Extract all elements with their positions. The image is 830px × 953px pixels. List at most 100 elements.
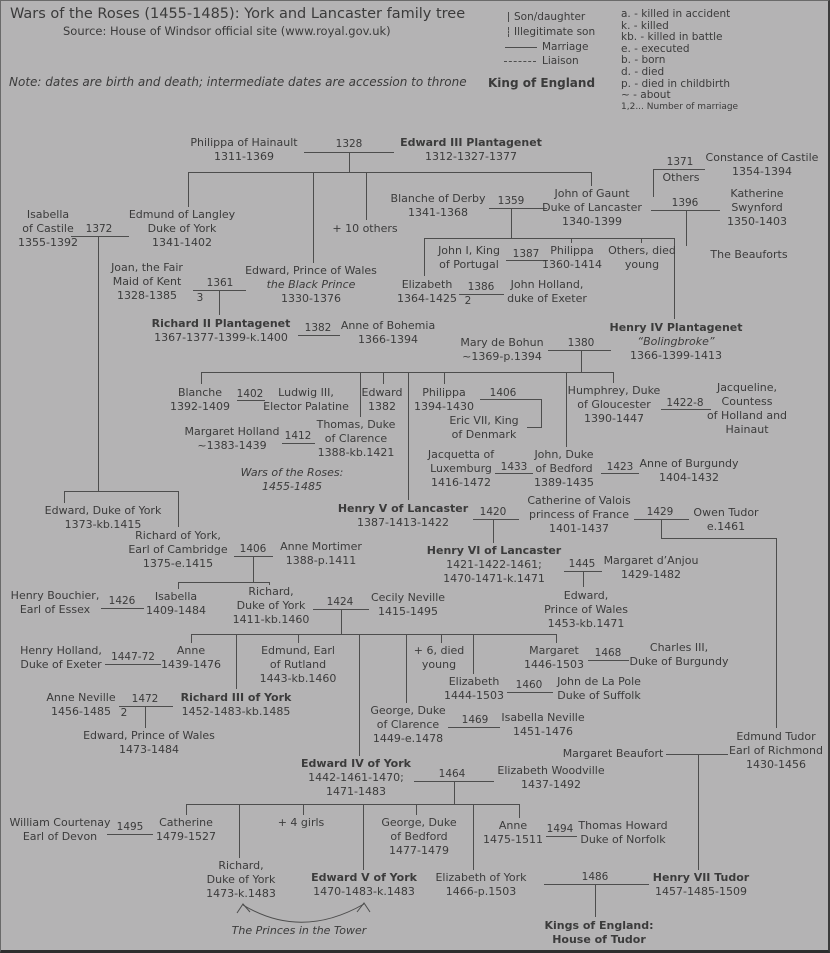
abbreviation-item: d. - died [621, 65, 665, 78]
connector-vertical [473, 804, 474, 870]
person-text-line: 1330-1376 [281, 292, 341, 305]
person-text-line: 1470-1483-k.1483 [313, 885, 415, 898]
person-text-line: Elizabeth of York [435, 871, 527, 884]
person-text-line: 1471-1483 [326, 785, 386, 798]
marriage-year-label: 1371 [666, 156, 694, 168]
person-text-line: of Denmark [451, 428, 517, 441]
person-text-line: 1439-1476 [161, 658, 221, 671]
person-others-1371: Others [663, 171, 700, 185]
person-text-line: 1367-1377-1399-k.1400 [154, 331, 288, 344]
connector-vertical [571, 238, 572, 243]
abbreviation-item: ~ - about [621, 89, 671, 102]
king-of-england-label: King of England [488, 76, 596, 90]
person-text-line: ~1369-p.1394 [462, 350, 542, 363]
person-text-line: Thomas, Duke [316, 418, 396, 431]
person-text-line: Henry IV Plantagenet [609, 321, 743, 334]
person-text-line: Philippa [550, 244, 594, 257]
marriage-year-label: 2 [464, 295, 472, 307]
marriage-year-label: 1472 [131, 693, 159, 705]
connector-vertical [359, 634, 360, 756]
person-text-line: 1449-e.1478 [372, 732, 444, 745]
connector-horizontal [666, 754, 728, 755]
marriage-year-label: 2 [120, 707, 128, 719]
connector-vertical [253, 556, 254, 582]
person-text-line: the Black Prince [266, 278, 356, 291]
person-text-line: Constance of Castile [705, 151, 819, 164]
person-text-line: Others [662, 171, 700, 184]
connector-vertical [661, 519, 662, 538]
person-text-line: Luxemburg [430, 462, 492, 475]
person-text-line: 1443-kb.1460 [259, 672, 337, 685]
person-text-line: 1341-1368 [408, 206, 468, 219]
person-text-line: 1409-1484 [146, 604, 206, 617]
person-text-line: 1355-1392 [18, 236, 78, 249]
person-text-line: John I, King [438, 244, 500, 257]
person-text-line: Mary de Bohun [460, 336, 544, 349]
connector-vertical [595, 884, 596, 917]
person-text-line: Wars of the Roses: [240, 466, 344, 479]
connector-vertical [178, 582, 179, 589]
abbreviation-item: e. - executed [621, 42, 690, 55]
person-text-line: 1387-1413-1422 [357, 516, 449, 529]
connector-vertical [145, 706, 146, 728]
connector-vertical [298, 634, 299, 643]
connector-vertical [360, 372, 361, 417]
person-margaret-holland: Margaret Holland~1383-1439 [185, 425, 280, 453]
person-wars-of-roses-note: Wars of the Roses:1455-1485 [241, 466, 344, 494]
person-text-line: Eric VII, King [449, 414, 519, 427]
person-text-line: 1394-1430 [414, 400, 474, 413]
connector-vertical [366, 172, 367, 220]
person-text-line: Catherine [159, 816, 213, 829]
person-text-line: 1477-1479 [389, 844, 449, 857]
person-text-line: Kings of England: [544, 919, 654, 932]
marriage-year-label: 1402 [236, 388, 264, 400]
connector-vertical [178, 491, 179, 527]
person-text-line: 1455-1485 [262, 480, 322, 493]
person-text-line: Edward, Duke of York [44, 504, 162, 517]
connector-horizontal [480, 399, 542, 400]
person-text-line: William Courtenay [9, 816, 111, 829]
person-text-line: Duke of York [147, 222, 217, 235]
connector-vertical [406, 634, 407, 703]
person-text-line: 1392-1409 [170, 400, 230, 413]
connector-vertical [98, 236, 99, 491]
person-text-line: Edward, Prince of Wales [83, 729, 215, 742]
connector-vertical [581, 350, 582, 372]
connector-horizontal [546, 836, 577, 837]
person-text-line: Maid of Kent [112, 275, 182, 288]
abbreviation-item: 1,2... Number of marriage [621, 101, 739, 112]
legend-marriage: Marriage [542, 41, 589, 53]
connector-vertical [383, 372, 384, 384]
person-text-line: John Holland, [510, 278, 584, 291]
connector-horizontal [653, 169, 705, 170]
connector-horizontal [298, 335, 340, 336]
person-text-line: 1475-1511 [483, 833, 543, 846]
person-text-line: of Castile [22, 222, 74, 235]
person-text-line: e.1461 [706, 520, 746, 533]
connector-vertical [556, 634, 557, 643]
connector-horizontal [506, 260, 548, 261]
connector-vertical [341, 609, 342, 634]
person-text-line: Swynford [731, 201, 783, 214]
person-text-line: Anne [498, 819, 528, 832]
person-text-line: Margaret d’Anjou [603, 554, 699, 567]
marriage-year-label: 3 [196, 292, 204, 304]
person-text-line: Margaret [529, 644, 579, 657]
person-text-line: Earl of Devon [22, 830, 98, 843]
person-text-line: Duke of York [236, 599, 306, 612]
liaison-line-icon [504, 61, 536, 62]
person-plus-4-girls: + 4 girls [278, 816, 325, 830]
